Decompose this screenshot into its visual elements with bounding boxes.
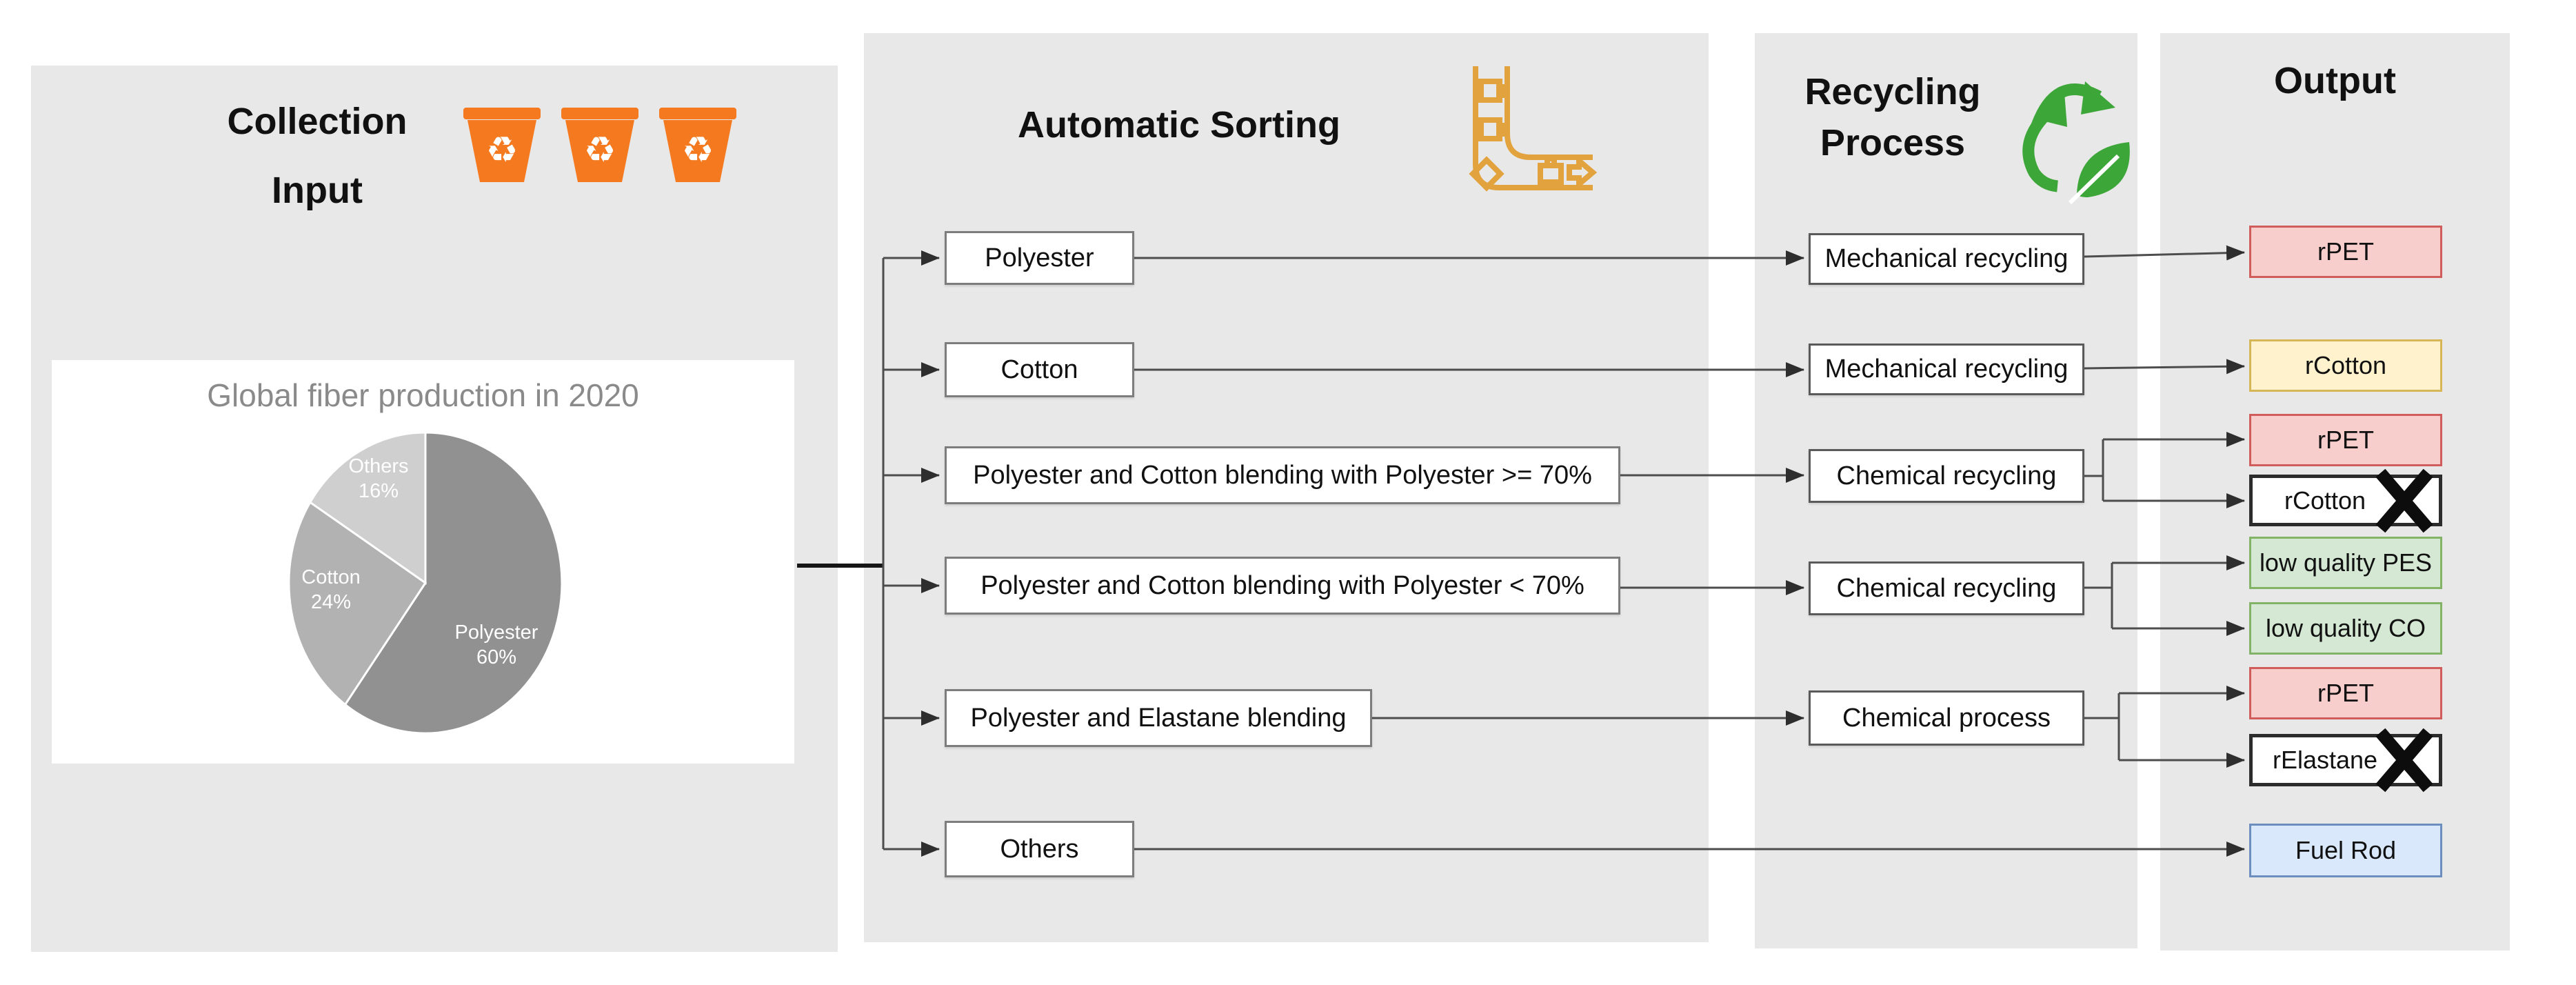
fiber-production-chart: Global fiber production in 2020 Others 1… [52, 360, 794, 764]
process-title: Recycling Process [1765, 66, 2020, 168]
recycle-symbol: ♻ [583, 130, 616, 170]
pie-label-others: Others 16% [348, 455, 409, 502]
output-box-low-quality-pes: low quality PES [2249, 537, 2442, 589]
recycle-bin-icon: ♻ [561, 108, 638, 183]
process-box-mechanical-1: Mechanical recycling [1809, 233, 2084, 285]
collection-title: Collection Input [179, 87, 455, 225]
output-box-fuel-rod: Fuel Rod [2249, 824, 2442, 877]
output-box-rcotton-1: rCotton [2249, 339, 2442, 392]
recycle-bin-icon: ♻ [659, 108, 736, 183]
sorting-box-cotton: Cotton [945, 342, 1134, 397]
process-box-chemical-1: Chemical recycling [1809, 449, 2084, 503]
pie-label-cotton: Cotton 24% [301, 566, 361, 613]
pie-chart [288, 431, 563, 735]
sorting-title: Automatic Sorting [1018, 104, 1340, 146]
chart-title: Global fiber production in 2020 [207, 377, 639, 413]
pie-label-polyester: Polyester 60% [454, 621, 539, 668]
collection-bins: ♻ ♻ ♻ [463, 108, 736, 183]
process-box-mechanical-2: Mechanical recycling [1809, 344, 2084, 395]
sorting-box-poly-cotton-lt70: Polyester and Cotton blending with Polye… [945, 557, 1620, 615]
process-title-line2: Process [1820, 122, 1966, 163]
sorting-box-poly-elastane: Polyester and Elastane blending [945, 689, 1372, 747]
output-title: Output [2274, 60, 2396, 101]
output-box-rcotton-crossed: rCotton [2249, 468, 2442, 533]
recycle-symbol: ♻ [485, 130, 519, 170]
process-box-chemical-process: Chemical process [1809, 690, 2084, 746]
output-box-rpet-3: rPET [2249, 667, 2442, 719]
collection-title-line2: Input [272, 170, 363, 211]
recycle-symbol: ♻ [681, 130, 714, 170]
sorting-box-others: Others [945, 821, 1134, 877]
output-box-relastane-crossed: rElastane [2249, 728, 2442, 793]
collection-title-line1: Collection [227, 101, 407, 142]
cross-icon [2375, 728, 2433, 793]
output-box-rpet-1: rPET [2249, 226, 2442, 278]
output-box-rpet-2: rPET [2249, 414, 2442, 466]
cross-icon [2375, 468, 2433, 533]
process-title-line1: Recycling [1804, 71, 1981, 112]
recycle-bin-icon: ♻ [463, 108, 541, 183]
sorting-box-poly-cotton-ge70: Polyester and Cotton blending with Polye… [945, 446, 1620, 504]
output-box-low-quality-co: low quality CO [2249, 602, 2442, 655]
sorting-box-polyester: Polyester [945, 231, 1134, 285]
process-box-chemical-2: Chemical recycling [1809, 561, 2084, 615]
